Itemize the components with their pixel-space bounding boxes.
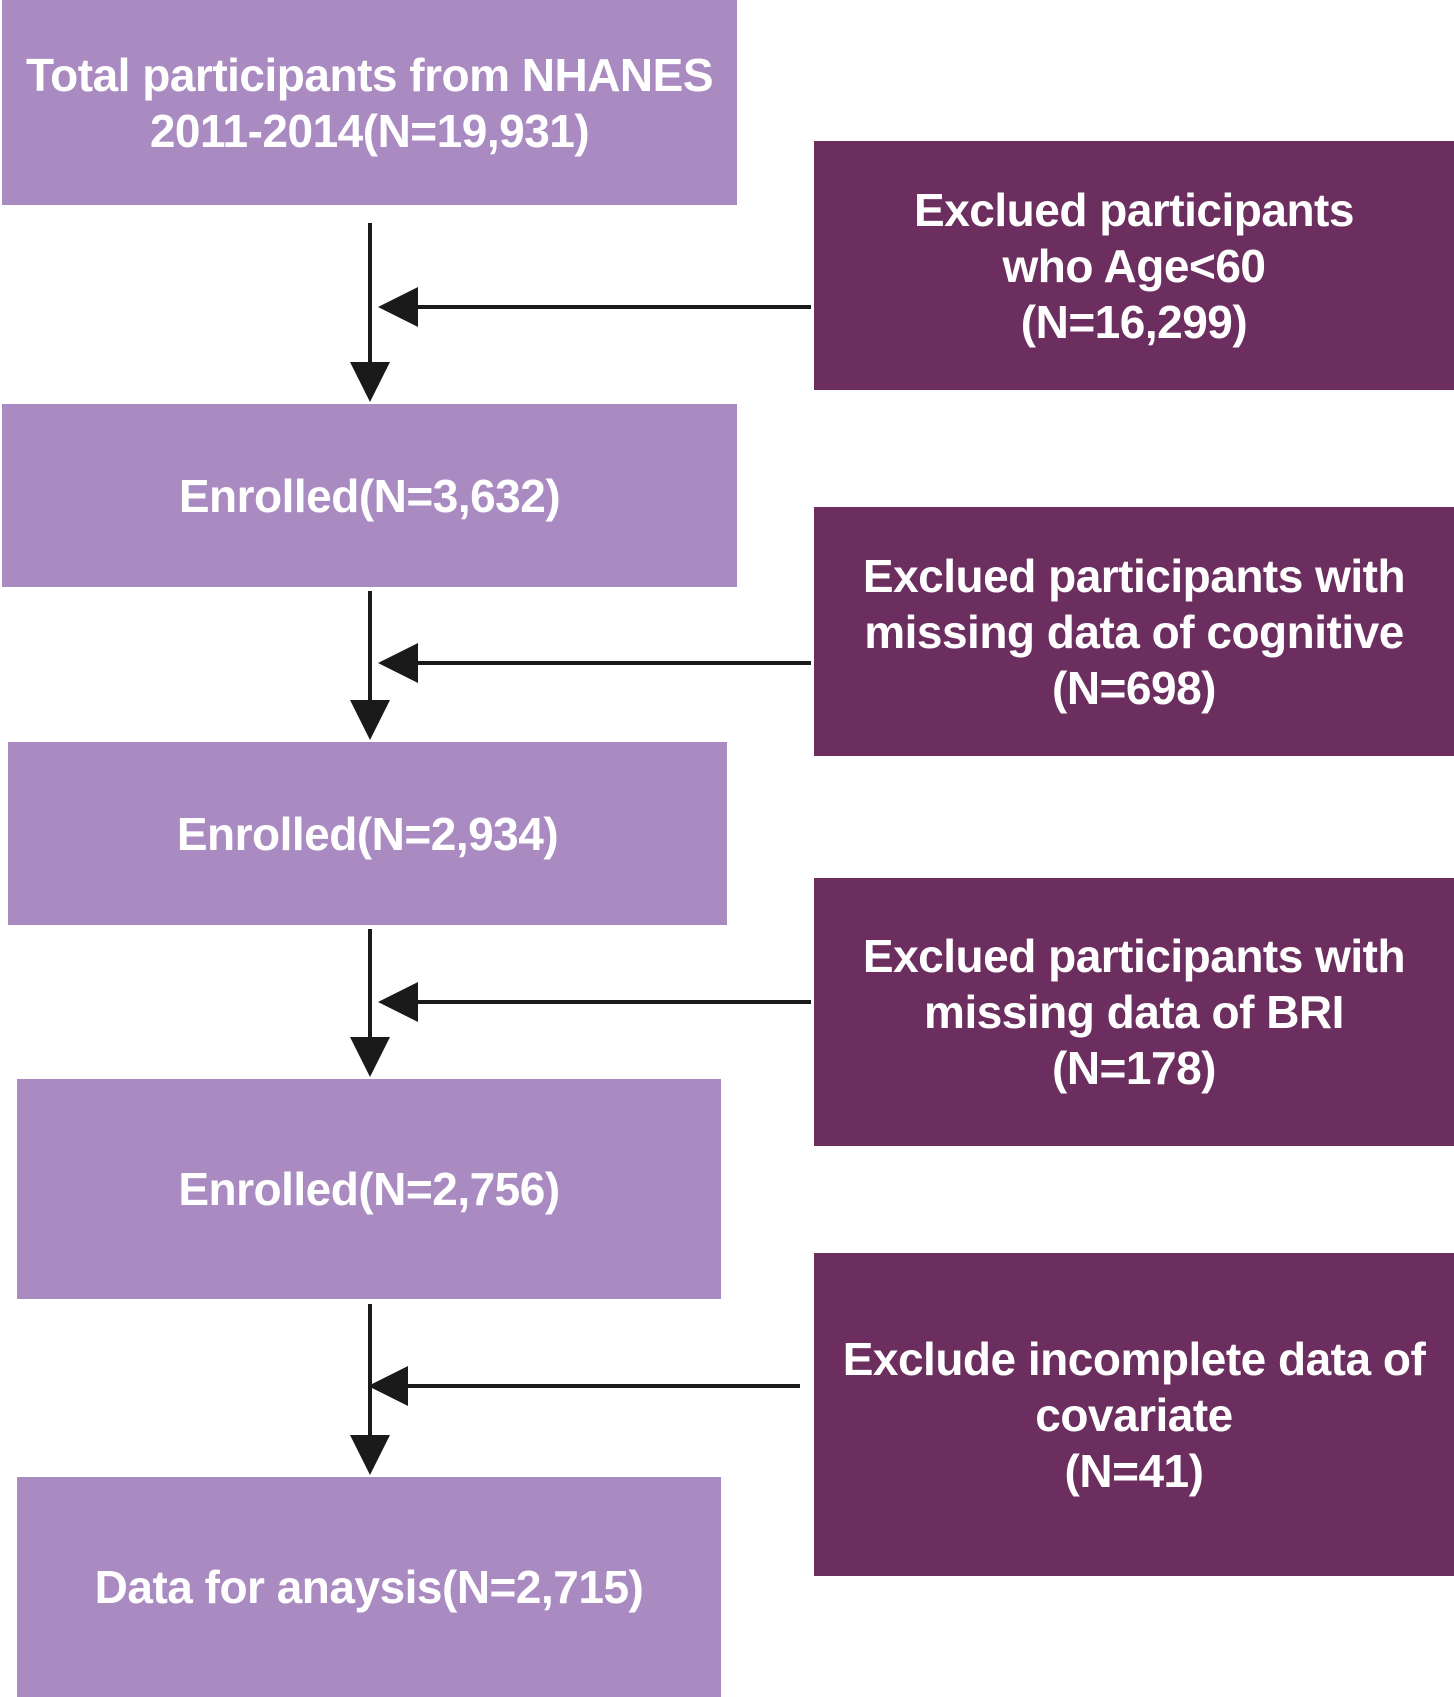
stage-analysis-label: Data for anaysis(N=2,715): [94, 1561, 644, 1613]
exclusion-bri-line-2: missing data of BRI: [924, 986, 1344, 1038]
exclusion-covariate-line-3: (N=41): [1064, 1444, 1204, 1497]
stage-box-analysis: Data for anaysis(N=2,715): [17, 1477, 721, 1697]
stage-enrolled-2-label: Enrolled(N=2,934): [176, 807, 559, 860]
stage-enrolled-1-label: Enrolled(N=3,632): [178, 469, 561, 522]
exclusion-box-cognitive: Exclued participants with missing data o…: [814, 507, 1454, 756]
stage-enrolled-3-label: Enrolled(N=2,756): [178, 1163, 560, 1215]
exclusion-box-age: Exclued participants who Age<60 (N=16,29…: [814, 141, 1454, 390]
exclusion-bri-line-1: Exclued participants with: [862, 930, 1406, 982]
stage-total-line-1: Total participants from NHANES: [26, 48, 714, 101]
exclusion-covariate-line-2: covariate: [1035, 1388, 1233, 1441]
exclusion-age-line-3: (N=16,299): [1020, 295, 1248, 348]
exclusion-cognitive-line-3: (N=698): [1052, 661, 1216, 714]
stage-box-total: Total participants from NHANES 2011-2014…: [2, 0, 737, 205]
stage-total-line-2: 2011-2014(N=19,931): [149, 104, 590, 157]
stage-box-enrolled-1: Enrolled(N=3,632): [2, 404, 737, 587]
stage-box-enrolled-2: Enrolled(N=2,934): [8, 742, 727, 925]
exclusion-box-bri: Exclued participants with missing data o…: [814, 878, 1454, 1146]
exclusion-age-line-2: who Age<60: [1002, 239, 1266, 292]
exclusion-bri-line-3: (N=178): [1052, 1042, 1216, 1094]
stage-box-enrolled-3: Enrolled(N=2,756): [17, 1079, 721, 1299]
exclusion-box-covariate: Exclude incomplete data of covariate (N=…: [814, 1253, 1454, 1576]
exclusion-covariate-line-1: Exclude incomplete data of: [842, 1332, 1426, 1385]
exclusion-age-line-1: Exclued participants: [914, 183, 1354, 236]
exclusion-cognitive-line-2: missing data of cognitive: [864, 605, 1404, 658]
exclusion-cognitive-line-1: Exclued participants with: [862, 549, 1406, 602]
